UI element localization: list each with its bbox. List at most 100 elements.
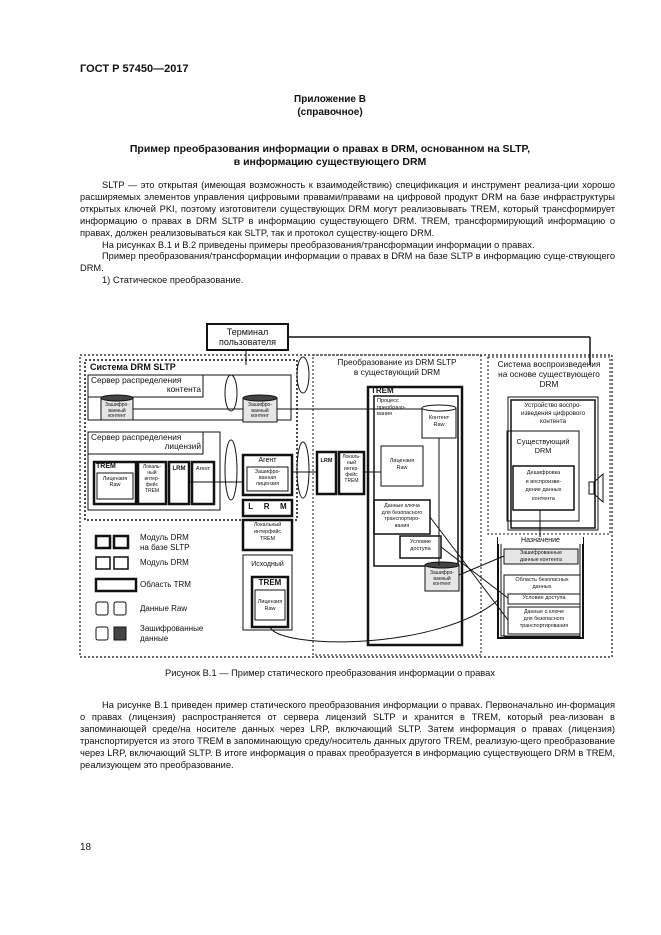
label-line: контент (433, 581, 451, 587)
label-line: доступа (410, 546, 431, 552)
heading-line-1: Пример преобразования информации о права… (129, 143, 531, 155)
label-line: вания (377, 411, 393, 417)
lrm-letter: M (280, 502, 287, 511)
license-server-label: Сервер распределения лицензий (91, 433, 201, 451)
label-line: DRM (534, 446, 552, 455)
agent-label: Агент (258, 457, 277, 464)
label-line: фейс (345, 472, 358, 478)
secure-area-box (503, 574, 581, 638)
paragraph: 1) Статическое преобразование. (102, 275, 244, 286)
access-condition-one-box (507, 593, 581, 605)
content-raw-icon (421, 407, 457, 439)
legend-sltp-icon (112, 534, 130, 550)
label-line: и воспроизве- (525, 478, 562, 485)
paragraph: SLTP — это открытая (имеющая возможность… (80, 180, 615, 238)
legend-encrypted-icon (95, 626, 109, 641)
label-line: дение данных (525, 487, 562, 493)
sltp-system-label: Система DRM SLTP (90, 362, 176, 372)
label-line: для безопасного (523, 616, 565, 622)
label-line: Преобразование из DRM SLTP (337, 357, 457, 367)
legend-drm-icon (95, 556, 111, 570)
local-interface-trem-label: Локальный интерфейс TREM (243, 522, 292, 543)
label-line: в существующий DRM (353, 367, 441, 377)
legend-drm-icon (113, 556, 129, 570)
content-server-area (87, 374, 292, 421)
label-line: Область безопасных (515, 577, 569, 583)
label-line: Raw (433, 421, 445, 428)
destination-label: Назначение (498, 537, 583, 544)
label-line: Данные о ключе (523, 609, 565, 615)
label-line: интер- (144, 476, 160, 482)
label-line: Зашифрованные (140, 624, 204, 633)
connector (458, 555, 505, 576)
appendix-note: (справочное) (297, 107, 363, 118)
label-line: Система воспроизведения (497, 359, 601, 369)
label-line: фейс (145, 482, 159, 488)
legend-sltp-icon (94, 534, 112, 550)
license-raw-label: Лицензия Raw (97, 476, 133, 488)
label-line: ванный (251, 407, 269, 414)
trem-label: TREM (371, 386, 394, 395)
license-raw-box (96, 472, 134, 500)
playback-system-area (487, 356, 611, 535)
encrypted-content-label: Зашифро- ванный контент (101, 402, 133, 420)
label-line: Сервер распределения (91, 432, 182, 442)
label-line: Локальный (253, 522, 282, 528)
connector (269, 599, 499, 643)
source-area (242, 554, 293, 631)
label-line: на основе существующего (498, 369, 600, 379)
label-line: контент (108, 413, 126, 419)
license-raw-label: Лицензия Raw (255, 599, 285, 612)
label-line: Локаль- (142, 464, 162, 470)
label-line: преобразо- (377, 404, 406, 411)
connector (440, 546, 509, 599)
page-number: 18 (80, 842, 92, 853)
label-line: Процесс (377, 398, 399, 404)
label-line: данные (140, 634, 169, 643)
speaker-cone-icon (593, 472, 604, 504)
label-line: Зашифро- (430, 570, 454, 576)
license-raw-conv (380, 445, 424, 487)
label-line: лицензий (164, 441, 201, 451)
legend-raw-icon (113, 601, 127, 616)
secure-area-label: Область безопасных данных (504, 577, 580, 591)
figure-caption: Рисунок В.1 — Пример статического преобр… (165, 668, 495, 678)
label-line: TREM (144, 488, 160, 494)
lrm-letters: L R M (243, 502, 292, 511)
label-line: ванный (433, 575, 451, 582)
lrm-letter: L (248, 502, 254, 511)
transport-ellipse (224, 439, 238, 501)
agent-box (241, 453, 294, 497)
decrypt-box (512, 465, 575, 511)
license-raw-source (254, 589, 286, 621)
label-line: ванный (108, 407, 126, 414)
label-line: Raw (109, 482, 121, 488)
agent-label: Агент (195, 466, 211, 472)
encrypted-content-label: Зашифро- ванный контент (425, 570, 459, 588)
label-line: Локаль- (342, 454, 361, 460)
existing-drm-label: Существующий DRM (507, 437, 579, 455)
sltp-system-area (84, 359, 298, 521)
transport-ellipse (296, 356, 310, 394)
label-line: Raw (396, 464, 408, 471)
label-line: TREM (259, 536, 275, 542)
trem-label: TREM (96, 463, 116, 470)
lrm-letter: R (263, 502, 270, 511)
terminal-text: пользователя (219, 337, 276, 347)
label-line: транспортиро- (384, 516, 420, 522)
label-line: Зашифро- (254, 469, 281, 475)
label-line: TREM (344, 478, 359, 484)
license-server-area (87, 431, 221, 511)
local-interface-label: Локаль- ный интер- фейс TREM (138, 464, 166, 494)
lrm-box-2 (241, 498, 294, 518)
label-line: вания (394, 522, 410, 529)
conversion-process-label: Процесс преобразо- вания (377, 398, 406, 418)
trem-box-license (92, 460, 138, 506)
playback-device-box (510, 399, 596, 529)
label-line: данных (532, 584, 552, 590)
trem-label: TREM (258, 578, 282, 587)
paragraph: На рисунках В.1 и В.2 приведены примеры … (102, 239, 535, 250)
legend-sltp-label: Модуль DRM на базе SLTP (140, 533, 190, 553)
intro-text: SLTP — это открытая (имеющая возможность… (80, 180, 615, 287)
